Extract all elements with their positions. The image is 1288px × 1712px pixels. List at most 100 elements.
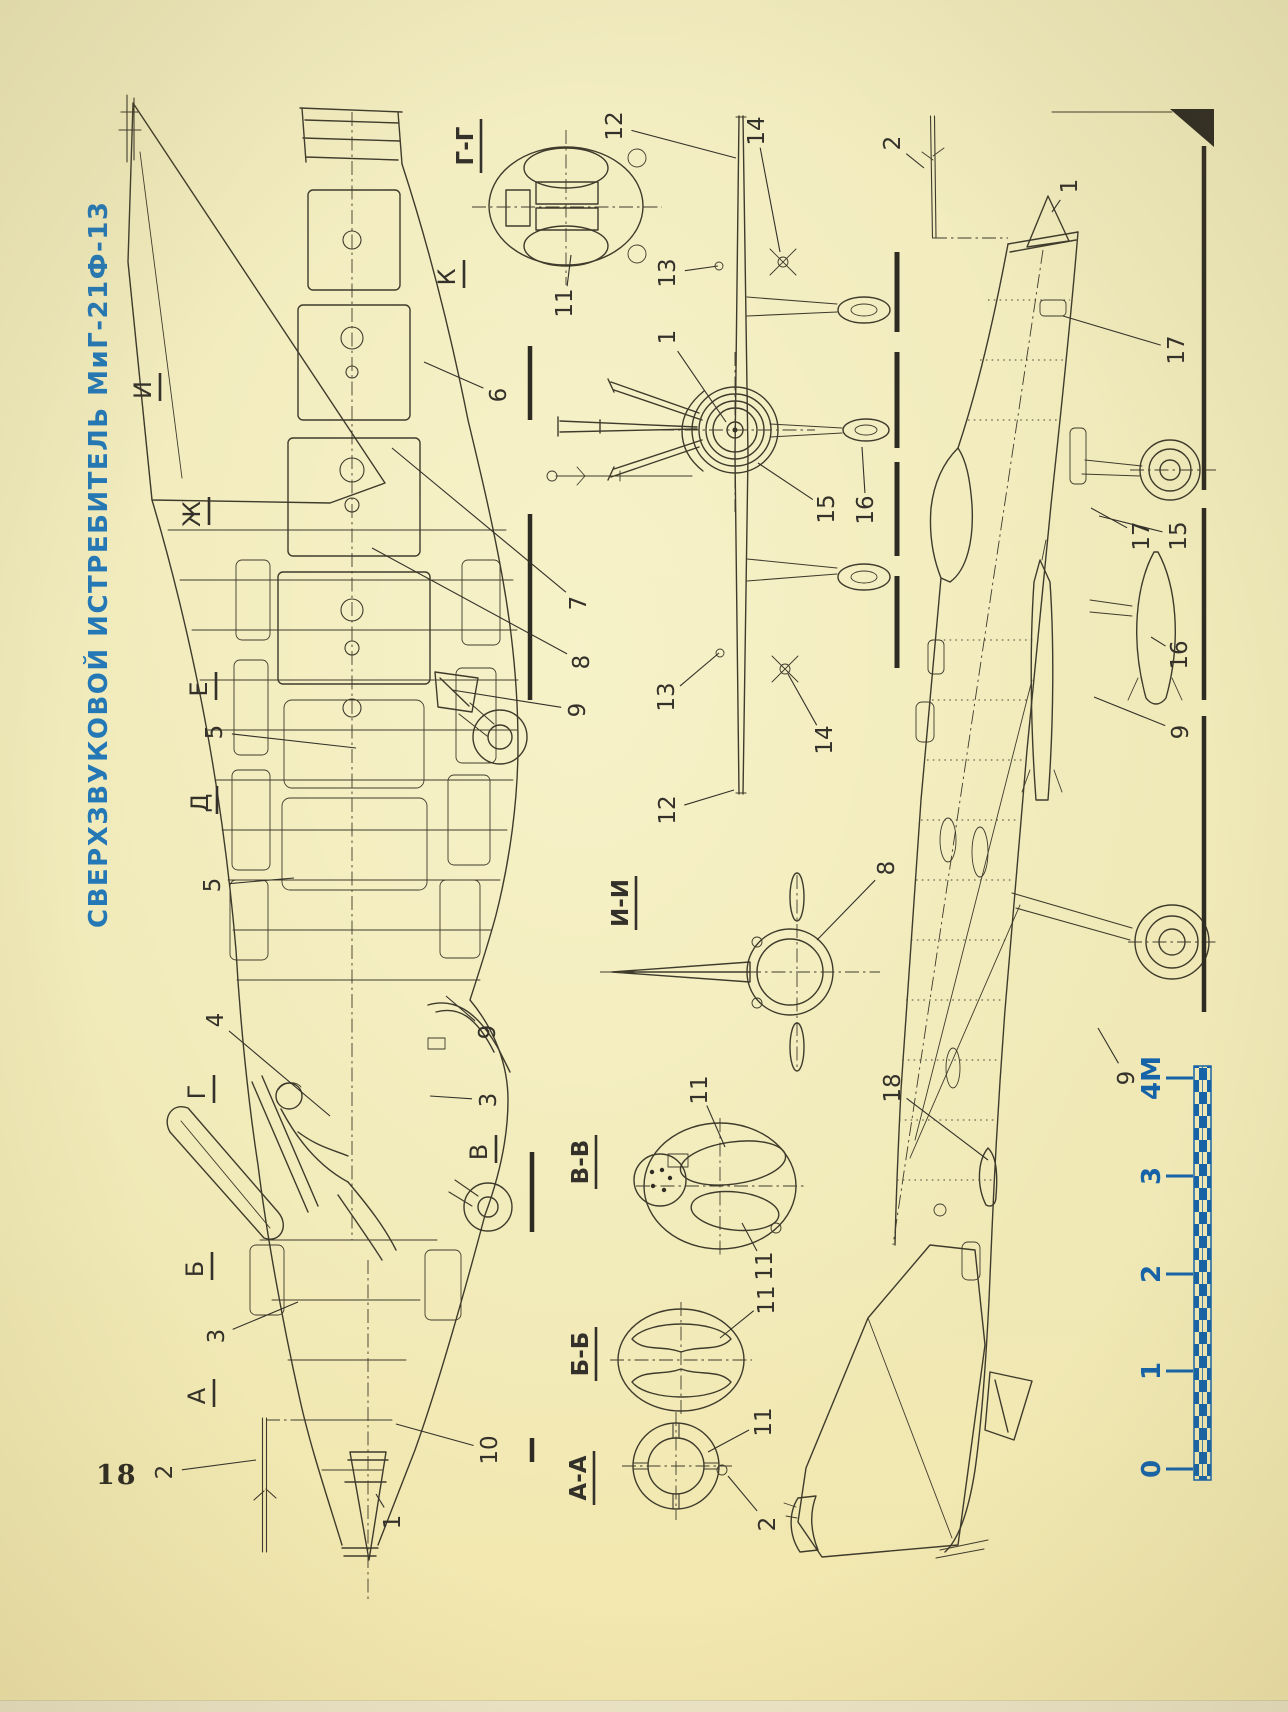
callout-leader <box>228 1030 331 1117</box>
callout-leader <box>395 1423 474 1446</box>
scale-tick-label: 1 <box>1137 1362 1167 1380</box>
station-label: Ж <box>178 501 206 527</box>
page-number: 18 <box>96 1460 138 1491</box>
callout-label: 12 <box>602 111 628 140</box>
station-label: А <box>183 1387 211 1404</box>
station-label: В <box>465 1144 493 1160</box>
station-label: К <box>433 268 461 285</box>
callout-leader <box>391 447 567 593</box>
callout-label: 4 <box>203 1013 229 1028</box>
cutaway-view <box>118 94 528 1600</box>
callout-leader <box>757 462 814 501</box>
callout-leader <box>1090 507 1128 529</box>
callout-leader <box>445 995 476 1022</box>
callout-label: 11 <box>751 1407 777 1436</box>
callout-leader <box>1093 696 1166 727</box>
callout-label: 9 <box>1114 1071 1140 1086</box>
callout-label: 7 <box>566 596 592 611</box>
scale-tick-label: 2 <box>1137 1265 1167 1283</box>
station-label: Д <box>186 794 214 813</box>
callout-label: 11 <box>687 1075 713 1104</box>
callout-leader <box>1097 1027 1119 1064</box>
section-bb <box>610 1302 752 1418</box>
callout-leader <box>706 1105 726 1148</box>
station-label: Г <box>183 1085 211 1100</box>
callout-label: 11 <box>754 1285 780 1314</box>
scale-tick-label: 3 <box>1137 1167 1167 1185</box>
callout-leader <box>631 129 737 159</box>
section-title: И-И <box>608 879 634 927</box>
callout-leader <box>1051 199 1061 213</box>
callout-leader <box>451 689 562 708</box>
callout-leader <box>229 877 295 885</box>
section-title: Г-Г <box>453 126 479 165</box>
callout-leader <box>181 1459 257 1471</box>
callout-label: 5 <box>200 878 226 893</box>
callout-leader <box>677 350 727 423</box>
callout-label: 14 <box>812 725 838 754</box>
callout-label: 2 <box>755 1517 781 1532</box>
callout-label: 11 <box>752 1251 778 1280</box>
callout-leader <box>707 1429 750 1453</box>
callout-label: 14 <box>744 116 770 145</box>
callout-leader <box>1098 515 1163 533</box>
callout-leader <box>787 673 818 726</box>
callout-leader <box>679 652 720 687</box>
section-aa <box>622 1412 732 1520</box>
callout-leader <box>905 153 925 169</box>
callout-leader <box>719 1310 755 1339</box>
callout-leader <box>861 446 866 494</box>
callout-label: 12 <box>655 795 681 824</box>
callout-leader <box>429 1095 473 1100</box>
callout-label: 1 <box>1057 179 1083 194</box>
callout-label: 3 <box>204 1329 230 1344</box>
callout-label: 17 <box>1164 335 1190 364</box>
section-ii <box>600 872 880 1072</box>
page-title: СВЕРХЗВУКОВОЙ ИСТРЕБИТЕЛЬ МиГ-21Ф-13 <box>84 200 114 929</box>
callout-label: 2 <box>152 1465 178 1480</box>
callout-leader <box>232 1301 299 1330</box>
callout-label: 17 <box>1129 521 1155 550</box>
callout-label: 16 <box>853 495 879 524</box>
scale-bar <box>1193 1065 1212 1481</box>
callout-leader <box>1150 636 1166 647</box>
scan-page-edge <box>0 1700 1288 1712</box>
callout-leader <box>816 879 876 941</box>
section-title: Б-Б <box>568 1332 594 1377</box>
callout-label: 10 <box>477 1435 503 1464</box>
section-title: В-В <box>568 1140 594 1185</box>
callout-leader <box>375 1493 385 1508</box>
scale-tick-label: 4М <box>1137 1056 1167 1100</box>
callout-label: 1 <box>655 330 681 345</box>
callout-label: 13 <box>654 682 680 711</box>
callout-label: 18 <box>880 1073 906 1102</box>
side-view <box>783 109 1216 1559</box>
callout-leader <box>423 361 484 389</box>
callout-label: 2 <box>880 136 906 151</box>
callout-label: 9 <box>475 1025 501 1040</box>
section-vv <box>633 1118 804 1255</box>
callout-label: 16 <box>1167 640 1193 669</box>
front-view <box>546 115 900 795</box>
station-label: И <box>129 381 157 399</box>
callout-label: 1 <box>380 1515 406 1530</box>
callout-label: 3 <box>476 1093 502 1108</box>
callout-leader <box>759 147 781 253</box>
callout-label: 11 <box>552 288 578 317</box>
callout-leader <box>684 265 719 272</box>
callout-label: 5 <box>202 725 228 740</box>
scale-tick-label: 0 <box>1137 1460 1167 1478</box>
station-label: Б <box>181 1261 209 1277</box>
station-label: Е <box>185 681 213 696</box>
callout-label: 15 <box>814 494 840 523</box>
callout-label: 6 <box>486 388 512 403</box>
callout-label: 9 <box>565 703 591 718</box>
callout-leader <box>566 254 572 287</box>
callout-leader <box>231 733 357 749</box>
callout-label: 13 <box>655 258 681 287</box>
callout-leader <box>906 1097 989 1161</box>
callout-leader <box>741 1222 758 1252</box>
